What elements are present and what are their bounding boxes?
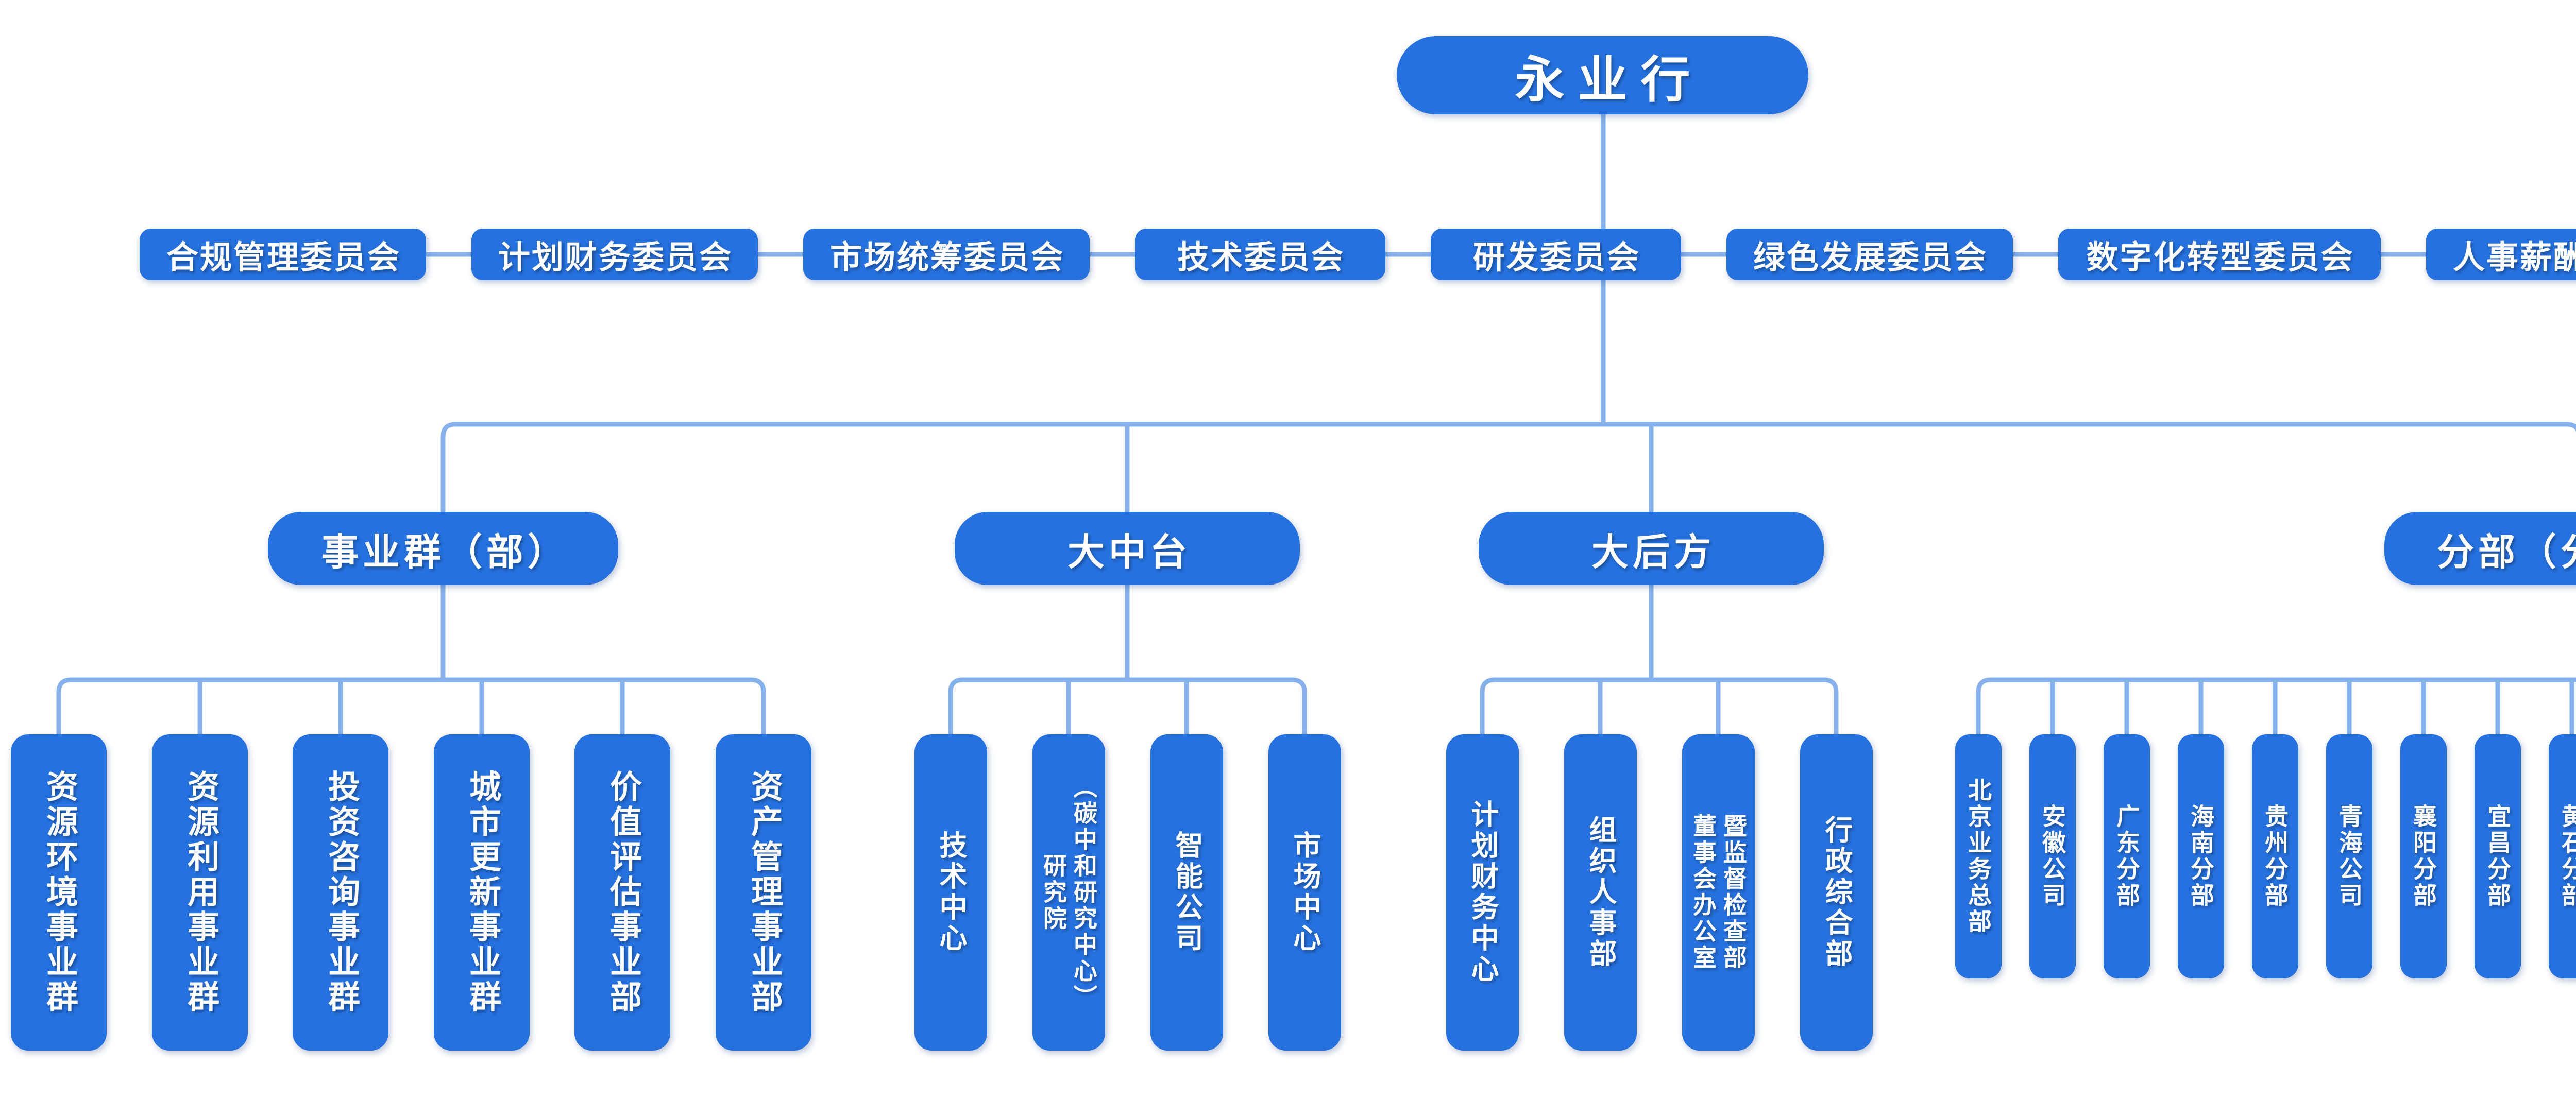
node-root-label: 永业行 bbox=[1515, 52, 1704, 108]
child-node: 智能公司 bbox=[1150, 734, 1223, 1051]
child-label: 市场中心 bbox=[1289, 831, 1320, 954]
child-label: 资源环境事业群 bbox=[41, 770, 77, 1015]
group-label: 事业群（部） bbox=[321, 531, 569, 573]
child-label: 组织人事部 bbox=[1585, 815, 1616, 970]
child-label-line: 暨监督检查部 bbox=[1720, 814, 1747, 971]
committee-label: 技术委员会 bbox=[1177, 240, 1345, 276]
child-label: 行政综合部 bbox=[1821, 815, 1852, 970]
child-node: 董事会办公室暨监督检查部 bbox=[1682, 734, 1755, 1051]
committee-label: 合规管理委员会 bbox=[166, 240, 401, 276]
child-label: 价值评估事业部 bbox=[605, 770, 640, 1015]
child-label: 海南分部 bbox=[2188, 804, 2214, 909]
group-label: 分部（分公司） bbox=[2436, 531, 2576, 573]
child-node: 计划财务中心 bbox=[1446, 734, 1519, 1051]
child-node: 宜昌分部 bbox=[2475, 734, 2521, 978]
child-label-line: （碳中和研究中心） bbox=[1070, 774, 1097, 1011]
child-label: 智能公司 bbox=[1171, 831, 1202, 954]
child-node: 青海公司 bbox=[2326, 734, 2372, 978]
committee-node: 人事薪酬委员会 bbox=[2426, 229, 2576, 280]
child-node: 安徽公司 bbox=[2029, 734, 2076, 978]
committee-node: 计划财务委员会 bbox=[471, 229, 758, 280]
child-label-multiline: 研究院（碳中和研究中心） bbox=[1038, 775, 1099, 1011]
child-label: 城市更新事业群 bbox=[464, 770, 500, 1015]
child-label: 安徽公司 bbox=[2039, 804, 2066, 909]
child-node: 襄阳分部 bbox=[2400, 734, 2447, 978]
child-label: 投资咨询事业群 bbox=[323, 770, 359, 1015]
committee-node: 研发委员会 bbox=[1431, 229, 1681, 280]
child-label: 资产管理事业部 bbox=[746, 770, 782, 1015]
child-node: 技术中心 bbox=[914, 734, 987, 1051]
committee-label: 计划财务委员会 bbox=[498, 240, 733, 276]
child-label: 黄石分部 bbox=[2558, 804, 2576, 909]
committee-node: 数字化转型委员会 bbox=[2058, 229, 2381, 280]
child-node: 城市更新事业群 bbox=[434, 734, 530, 1051]
group-node: 事业群（部） bbox=[268, 512, 618, 585]
child-node: 研究院（碳中和研究中心） bbox=[1032, 734, 1105, 1051]
child-label-line: 研究院 bbox=[1040, 853, 1067, 932]
child-node: 资源环境事业群 bbox=[11, 734, 107, 1051]
child-label: 广东分部 bbox=[2113, 804, 2140, 909]
child-node: 资产管理事业部 bbox=[716, 734, 811, 1051]
child-node: 投资咨询事业群 bbox=[293, 734, 388, 1051]
child-label-multiline: 董事会办公室暨监督检查部 bbox=[1688, 814, 1749, 971]
child-label: 宜昌分部 bbox=[2484, 804, 2511, 909]
child-label: 技术中心 bbox=[935, 831, 966, 954]
child-node: 市场中心 bbox=[1268, 734, 1341, 1051]
committee-label: 市场统筹委员会 bbox=[829, 240, 1064, 276]
child-node: 黄石分部 bbox=[2549, 734, 2576, 978]
committee-label: 人事薪酬委员会 bbox=[2452, 240, 2576, 276]
group-node: 分部（分公司） bbox=[2384, 512, 2576, 585]
group-node: 大后方 bbox=[1479, 512, 1824, 585]
child-node: 广东分部 bbox=[2104, 734, 2150, 978]
group-label: 大中台 bbox=[1067, 531, 1191, 573]
group-label: 大后方 bbox=[1591, 531, 1715, 573]
child-label: 资源利用事业群 bbox=[182, 770, 218, 1015]
child-label: 襄阳分部 bbox=[2410, 804, 2437, 909]
child-node: 行政综合部 bbox=[1800, 734, 1873, 1051]
child-node: 价值评估事业部 bbox=[574, 734, 670, 1051]
committee-node: 技术委员会 bbox=[1135, 229, 1385, 280]
committee-label: 数字化转型委员会 bbox=[2086, 240, 2354, 276]
child-label: 北京业务总部 bbox=[1965, 778, 1992, 935]
child-node: 北京业务总部 bbox=[1955, 734, 2002, 978]
child-node: 组织人事部 bbox=[1564, 734, 1637, 1051]
committee-node: 市场统筹委员会 bbox=[803, 229, 1090, 280]
committee-label: 绿色发展委员会 bbox=[1753, 240, 1988, 276]
committee-label: 研发委员会 bbox=[1472, 240, 1640, 276]
child-node: 海南分部 bbox=[2178, 734, 2224, 978]
child-node: 资源利用事业群 bbox=[152, 734, 248, 1051]
child-label-line: 董事会办公室 bbox=[1690, 814, 1717, 971]
child-label: 贵州分部 bbox=[2262, 804, 2289, 909]
committee-node: 合规管理委员会 bbox=[140, 229, 426, 280]
committee-node: 绿色发展委员会 bbox=[1726, 229, 2013, 280]
child-label: 青海公司 bbox=[2336, 804, 2363, 909]
child-node: 贵州分部 bbox=[2252, 734, 2298, 978]
group-node: 大中台 bbox=[955, 512, 1300, 585]
node-root: 永业行 bbox=[1397, 36, 1808, 114]
child-label: 计划财务中心 bbox=[1467, 800, 1498, 985]
